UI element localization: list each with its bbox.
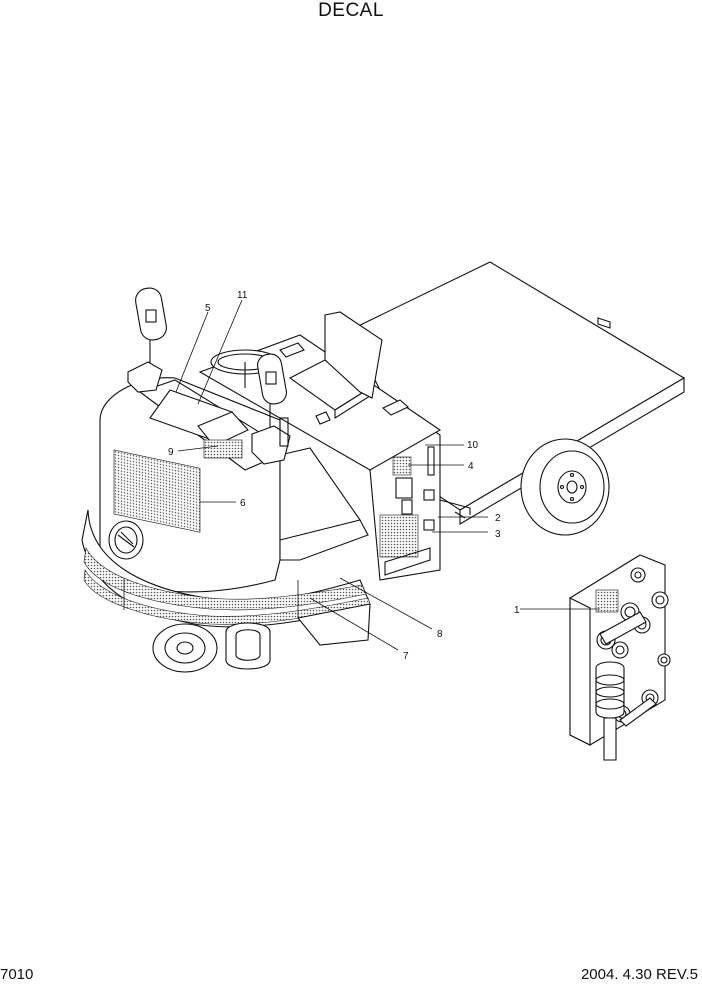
callout-7: 7 bbox=[403, 651, 409, 662]
callout-4: 4 bbox=[468, 461, 474, 472]
leader-9 bbox=[177, 445, 219, 452]
leader-lines bbox=[175, 299, 600, 651]
inset-terminal-block bbox=[569, 554, 671, 761]
page-title: DECAL bbox=[318, 0, 384, 21]
callout-9: 9 bbox=[168, 447, 174, 458]
callout-labels: 1 2 3 4 5 6 7 8 9 10 11 bbox=[168, 290, 520, 662]
callout-8: 8 bbox=[437, 629, 443, 640]
callout-2: 2 bbox=[495, 513, 501, 524]
leader-11 bbox=[197, 299, 243, 405]
rear-wheel bbox=[520, 438, 610, 536]
bracket-left bbox=[279, 342, 305, 358]
callout-10: 10 bbox=[467, 440, 479, 451]
revision-date: 2004. 4.30 REV.5 bbox=[580, 966, 698, 983]
leader-5 bbox=[175, 311, 209, 393]
operator-seat bbox=[288, 311, 383, 425]
callout-11: 11 bbox=[237, 290, 248, 301]
callout-1: 1 bbox=[514, 605, 520, 616]
callout-5: 5 bbox=[205, 303, 211, 314]
bracket-right bbox=[382, 399, 409, 416]
page-code: 7010 bbox=[0, 966, 34, 983]
left-mirror bbox=[127, 287, 167, 393]
leader-8 bbox=[339, 577, 433, 630]
front-body bbox=[81, 377, 371, 646]
callout-3: 3 bbox=[495, 529, 501, 540]
callout-6: 6 bbox=[240, 498, 246, 509]
leader-7 bbox=[309, 597, 399, 651]
front-wheels bbox=[152, 622, 271, 673]
right-mirror bbox=[251, 353, 291, 465]
